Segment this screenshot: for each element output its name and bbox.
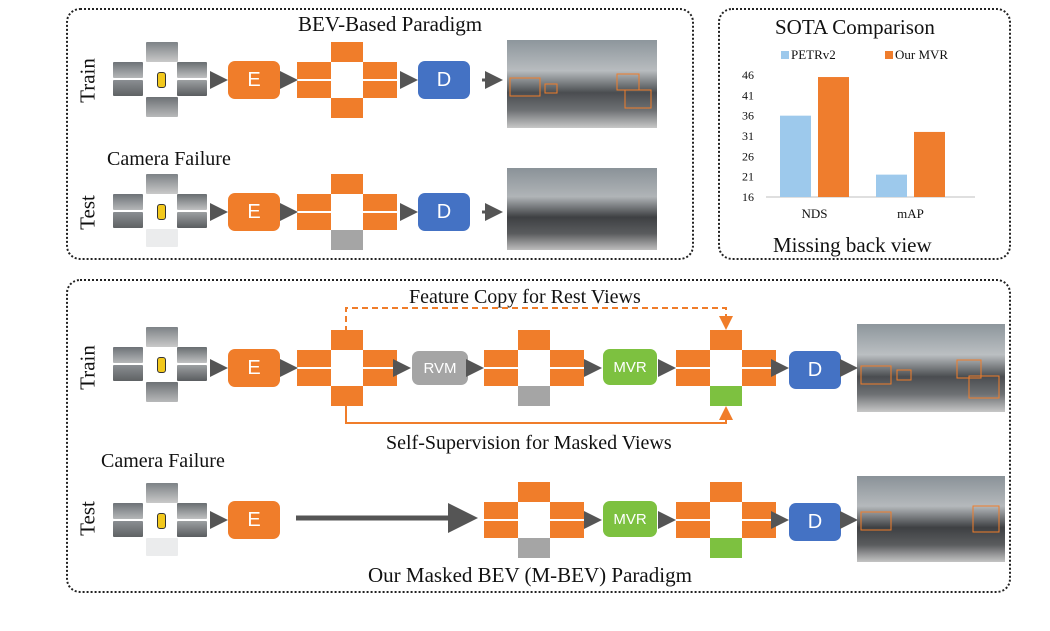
sota-comparison-panel [718, 8, 1011, 260]
recovered-output-scene [857, 476, 1005, 562]
m-bev-caption: Our Masked BEV (M-BEV) Paradigm [368, 563, 692, 587]
self-supervision-label: Self-Supervision for Masked Views [386, 432, 672, 454]
top-camera-failure-label: Camera Failure [107, 148, 231, 170]
decoder-block: D [789, 351, 841, 389]
encoder-block: E [228, 61, 280, 99]
decoder-block: D [789, 503, 841, 541]
top-test-label: Test [75, 195, 100, 230]
mvr-block: MVR [603, 501, 657, 537]
m-bev-paradigm-panel [66, 279, 1011, 593]
detection-output-scene [857, 324, 1005, 412]
rvm-block: RVM [412, 351, 468, 385]
bottom-test-label: Test [75, 501, 100, 536]
bev-paradigm-panel [66, 8, 694, 260]
bottom-train-label: Train [75, 345, 100, 390]
bottom-camera-failure-label: Camera Failure [101, 450, 225, 472]
encoder-block: E [228, 349, 280, 387]
feature-copy-label: Feature Copy for Rest Views [409, 286, 641, 308]
encoder-block: E [228, 193, 280, 231]
sota-title: SOTA Comparison [775, 15, 935, 39]
top-train-label: Train [75, 58, 100, 103]
encoder-block: E [228, 501, 280, 539]
decoder-block: D [418, 193, 470, 231]
bev-paradigm-title: BEV-Based Paradigm [298, 12, 483, 36]
sota-caption: Missing back view [773, 233, 932, 257]
detection-output-scene [507, 40, 657, 128]
decoder-block: D [418, 61, 470, 99]
mvr-block: MVR [603, 349, 657, 385]
failed-output-scene [507, 168, 657, 250]
